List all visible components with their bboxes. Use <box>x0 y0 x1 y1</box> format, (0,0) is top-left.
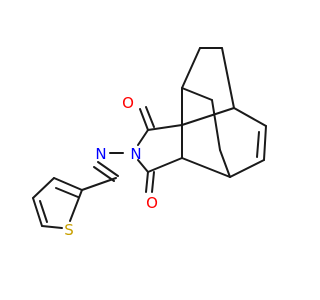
bond <box>151 171 155 193</box>
bond <box>211 99 221 151</box>
bond <box>93 166 115 182</box>
bond <box>81 177 117 191</box>
bond <box>53 177 83 191</box>
bond <box>256 131 260 158</box>
bond <box>145 171 149 193</box>
bond <box>229 159 265 178</box>
bond <box>32 197 43 227</box>
bond <box>263 125 267 161</box>
oxygen-atom-label: O <box>146 194 158 212</box>
nitrogen-atom-label: N <box>130 145 141 163</box>
oxygen-atom-label: O <box>122 94 134 112</box>
nitrogen-atom-label: N <box>95 145 106 163</box>
bond <box>221 47 235 109</box>
bond <box>41 225 63 229</box>
bond <box>145 106 155 128</box>
bond <box>97 161 119 177</box>
bond <box>147 124 183 131</box>
sulfur-atom-label: S <box>64 221 74 239</box>
bond <box>181 87 213 101</box>
bond <box>69 189 83 222</box>
bond <box>233 107 267 127</box>
bond <box>39 200 48 223</box>
bond <box>147 157 183 173</box>
bond <box>181 47 201 89</box>
bond <box>32 177 55 199</box>
molecule-structure: O N N O S <box>32 47 267 239</box>
bond <box>181 157 231 178</box>
bond <box>137 129 149 146</box>
bond <box>139 108 149 131</box>
bond <box>219 149 231 178</box>
bond <box>181 107 235 126</box>
bond <box>55 187 79 198</box>
atom-labels: O N N O S <box>64 94 158 239</box>
bond <box>137 159 149 173</box>
bond-lines <box>32 47 267 229</box>
